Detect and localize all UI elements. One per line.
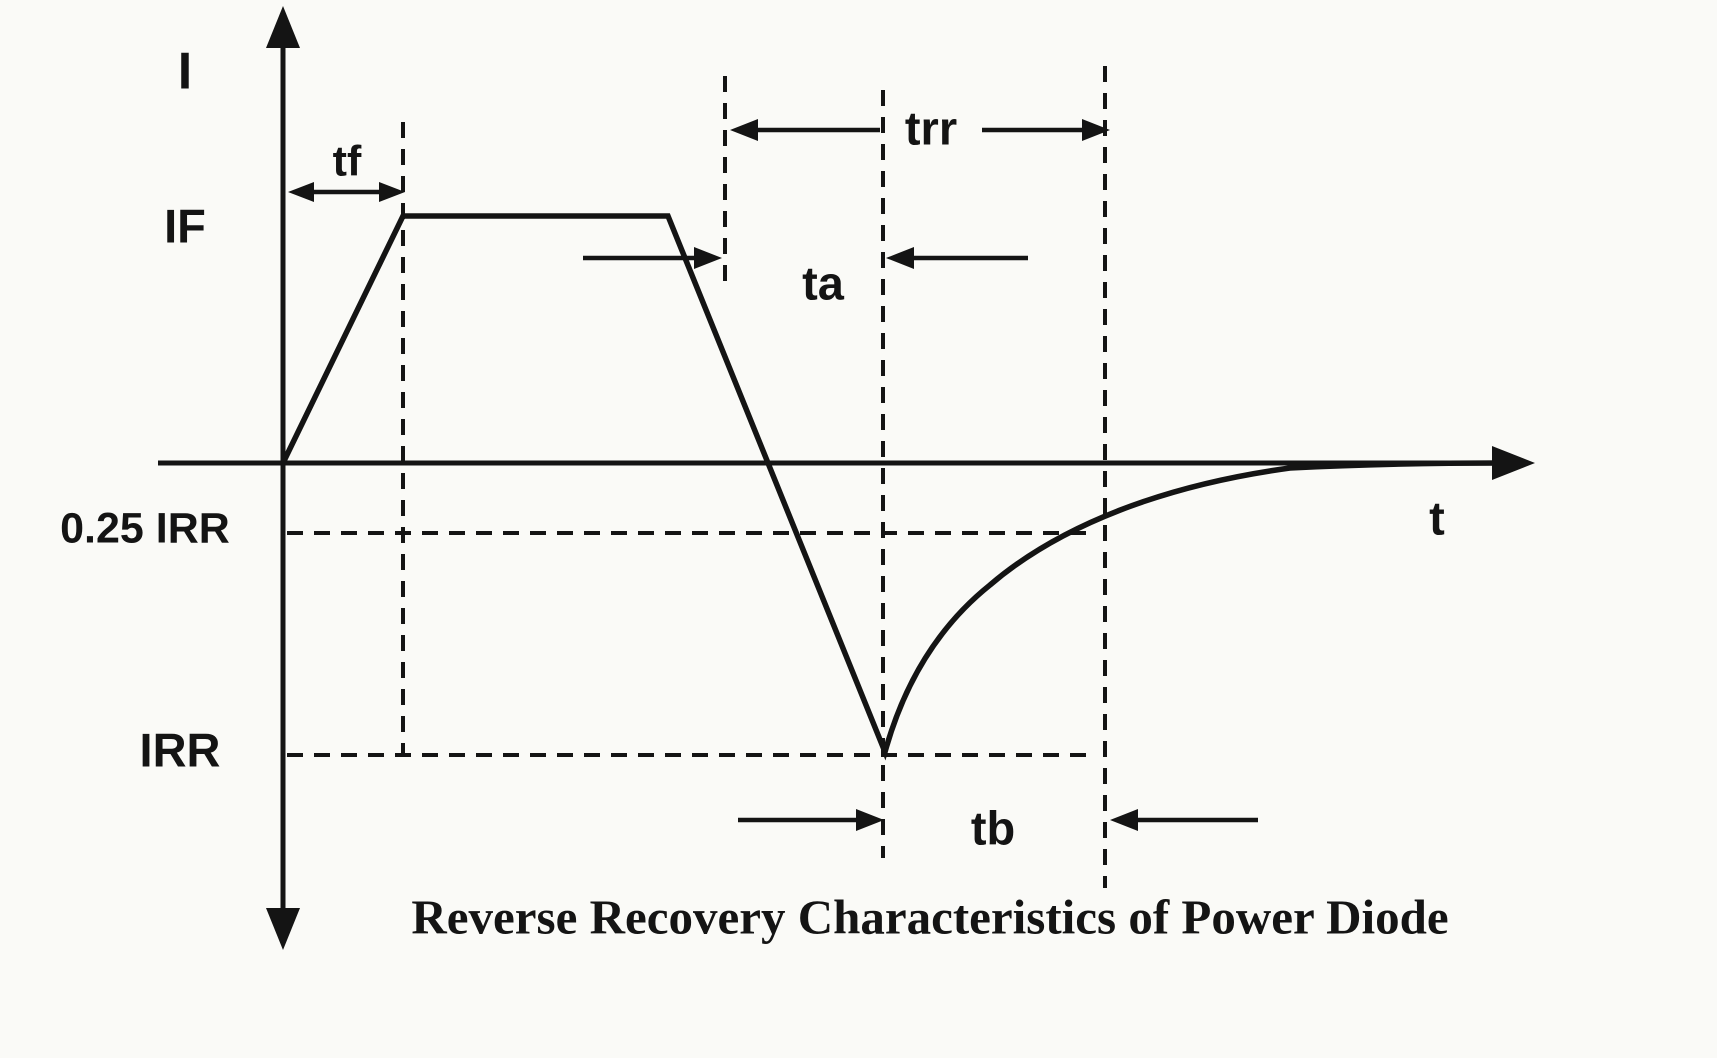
reverse-recovery-time-label: trr bbox=[905, 101, 957, 154]
tb-left-pointing-arrowhead-icon bbox=[1110, 809, 1138, 831]
quarter-irr-level-label: 0.25 IRR bbox=[60, 504, 230, 552]
x-axis-right-arrow-icon bbox=[1492, 446, 1535, 480]
rise-time-label: tf bbox=[333, 137, 362, 185]
ta-right-pointing-arrowhead-icon bbox=[694, 247, 722, 269]
ta-left-pointing-arrowhead-icon bbox=[886, 247, 914, 269]
diode-current-waveform bbox=[280, 213, 1503, 761]
tf-dimension-arrow bbox=[288, 182, 405, 202]
tb-right-pointing-arrowhead-icon bbox=[856, 809, 884, 831]
tf-left-arrowhead-icon bbox=[288, 182, 314, 202]
y-axis-down-arrow-icon bbox=[266, 908, 300, 950]
ta-pointer-arrows bbox=[583, 247, 1028, 269]
tb-pointer-arrows bbox=[738, 809, 1258, 831]
trr-right-arrowhead-icon bbox=[1082, 119, 1110, 141]
diagram-title: Reverse Recovery Characteristics of Powe… bbox=[411, 889, 1448, 944]
y-axis-up-arrow-icon bbox=[266, 6, 300, 48]
trr-left-arrowhead-icon bbox=[730, 119, 758, 141]
trr-dimension-arrow bbox=[730, 119, 1110, 141]
ta-label: ta bbox=[802, 256, 845, 309]
tf-right-arrowhead-icon bbox=[379, 182, 405, 202]
tb-label: tb bbox=[971, 801, 1015, 854]
forward-current-label: IF bbox=[164, 199, 206, 252]
irr-level-label: IRR bbox=[140, 723, 221, 776]
x-axis bbox=[158, 446, 1535, 480]
y-axis bbox=[266, 6, 300, 950]
x-axis-label: t bbox=[1429, 491, 1445, 544]
y-axis-label: I bbox=[178, 43, 192, 101]
